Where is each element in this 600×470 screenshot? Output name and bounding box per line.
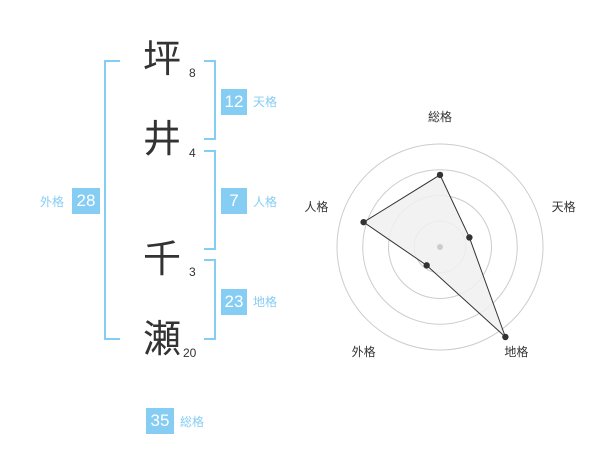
radar-axis-label: 人格 <box>304 199 328 214</box>
stroke-count-1: 8 <box>189 66 196 80</box>
radar-data-point <box>502 333 509 341</box>
radar-axis-label: 外格 <box>352 344 376 359</box>
gaikaku-value-badge: 28 <box>72 188 100 214</box>
tenkaku-label: 天格 <box>253 95 278 109</box>
jinkaku-label: 人格 <box>253 195 278 209</box>
name-char-1: 坪 <box>142 37 181 81</box>
radar-grid-ring <box>336 143 544 351</box>
jinkaku-bracket <box>204 150 216 250</box>
radar-data-polygon <box>362 174 506 338</box>
gaikaku-label: 外格 <box>40 195 65 209</box>
stroke-count-4: 20 <box>183 346 197 360</box>
stroke-count-3: 3 <box>189 265 196 279</box>
name-char-4: 瀬 <box>142 317 181 361</box>
soukaku-value-badge: 35 <box>146 408 174 434</box>
chikaku-label: 地格 <box>253 295 278 309</box>
tenkaku-value-badge: 12 <box>221 89 247 115</box>
radar-data-point <box>423 262 430 269</box>
radar-grid-ring <box>362 169 518 325</box>
jinkaku-value-badge: 7 <box>221 188 247 214</box>
gaikaku-bracket <box>104 60 120 340</box>
radar-data-point <box>360 218 367 226</box>
chikaku-bracket <box>204 259 216 340</box>
tenkaku-bracket <box>204 60 216 140</box>
stroke-count-2: 4 <box>189 146 196 160</box>
chikaku-value-badge: 23 <box>221 289 247 315</box>
radar-axis-label: 地格 <box>504 344 528 359</box>
name-char-2: 井 <box>142 117 181 161</box>
radar-data-point <box>436 171 444 179</box>
radar-data-point <box>466 234 473 241</box>
soukaku-label: 総格 <box>180 415 205 429</box>
radar-axis-label: 総格 <box>428 109 452 124</box>
radar-center-dot <box>437 244 443 250</box>
radar-axis-label: 天格 <box>552 199 576 214</box>
name-char-3: 千 <box>142 237 181 281</box>
